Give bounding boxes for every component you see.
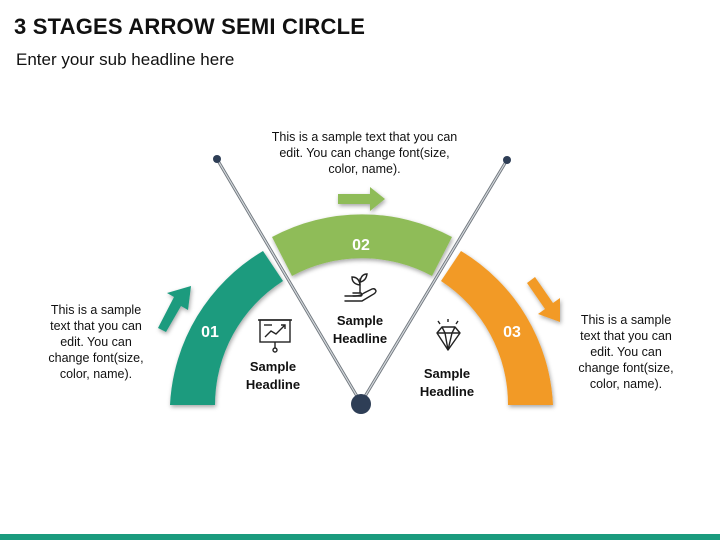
stage-03-description: This is a sample text that you can edit.…	[578, 313, 674, 391]
right-needle-highlight	[360, 159, 508, 404]
stage-02-description: This is a sample text that you can edit.…	[271, 130, 458, 176]
left-needle-highlight	[216, 158, 362, 404]
page-subtitle: Enter your sub headline here	[16, 50, 235, 69]
diamond-icon	[436, 319, 461, 351]
page-title: 3 STAGES ARROW SEMI CIRCLE	[14, 14, 366, 39]
stage-01-segment	[170, 251, 283, 405]
stage-02-arrow	[338, 187, 385, 211]
stage-02-segment	[272, 214, 452, 276]
stage-03-number: 03	[503, 324, 521, 341]
stage-03-segment	[441, 251, 553, 405]
left-needle-tip	[213, 155, 221, 163]
stage-02-number: 02	[352, 237, 370, 254]
stage-03-arrow	[527, 277, 560, 322]
stage-02-heading: Sample Headline	[332, 313, 388, 346]
bottom-accent-bar	[0, 534, 720, 540]
right-needle-tip	[503, 156, 511, 164]
plant-in-hand-icon	[344, 273, 377, 302]
stage-01-heading: Sample Headline	[245, 359, 301, 392]
pivot-circle	[351, 394, 371, 414]
stage-01-description: This is a sample text that you can edit.…	[48, 303, 144, 381]
stage-03-heading: Sample Headline	[419, 366, 475, 399]
presentation-board-icon	[258, 319, 292, 353]
stage-01-arrow	[158, 286, 191, 332]
stage-01-number: 01	[201, 324, 219, 341]
